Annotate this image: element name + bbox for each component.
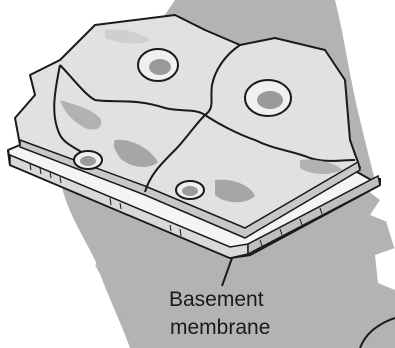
nucleus-bottom-center-core xyxy=(182,186,198,196)
basement-label-line2: membrane xyxy=(170,315,270,341)
basement-label-line1: Basement xyxy=(169,287,264,313)
nucleus-bottom-left-core xyxy=(80,156,96,166)
nucleus-top-right-core xyxy=(257,91,283,109)
nucleus-top-left-core xyxy=(149,59,171,75)
chevron-shape-top xyxy=(370,10,395,60)
